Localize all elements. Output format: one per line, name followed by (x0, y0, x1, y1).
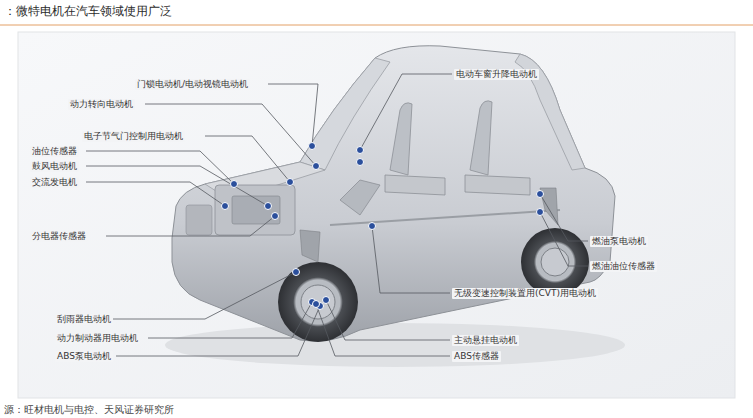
part-label: 门锁电动机/电动视镜电动机 (135, 79, 250, 90)
part-label: 电子节气门控制用电动机 (82, 131, 185, 142)
part-label: 动力转向电动机 (68, 99, 135, 110)
part-label: ABS泵电动机 (55, 351, 113, 362)
part-label: 无级变速控制装置用(CVT)用电动机 (452, 288, 598, 299)
figure-title: ：微特电机在汽车领域使用广泛 (4, 4, 172, 18)
picture-ground (18, 32, 735, 398)
part-label: 分电器传感器 (30, 231, 88, 242)
part-label: 动力制动器用电动机 (55, 333, 140, 344)
part-label: ABS传感器 (452, 351, 501, 362)
leader-lines (86, 74, 588, 356)
part-label: 燃油泵电动机 (590, 236, 648, 247)
part-label: 主动悬挂电动机 (452, 335, 519, 346)
part-label: 刮雨器电动机 (55, 314, 113, 325)
part-label: 油位传感器 (30, 146, 79, 157)
part-label: 燃油油位传感器 (590, 261, 657, 272)
part-dots (222, 143, 544, 310)
source-caption: 源：旺材电机与电控、天风证券研究所 (4, 404, 174, 416)
part-label: 电动车窗升降电动机 (454, 69, 539, 80)
title-rule (0, 25, 753, 26)
part-label: 交流发电机 (30, 177, 79, 188)
car-body (165, 46, 625, 367)
part-label: 鼓风电动机 (30, 161, 79, 172)
